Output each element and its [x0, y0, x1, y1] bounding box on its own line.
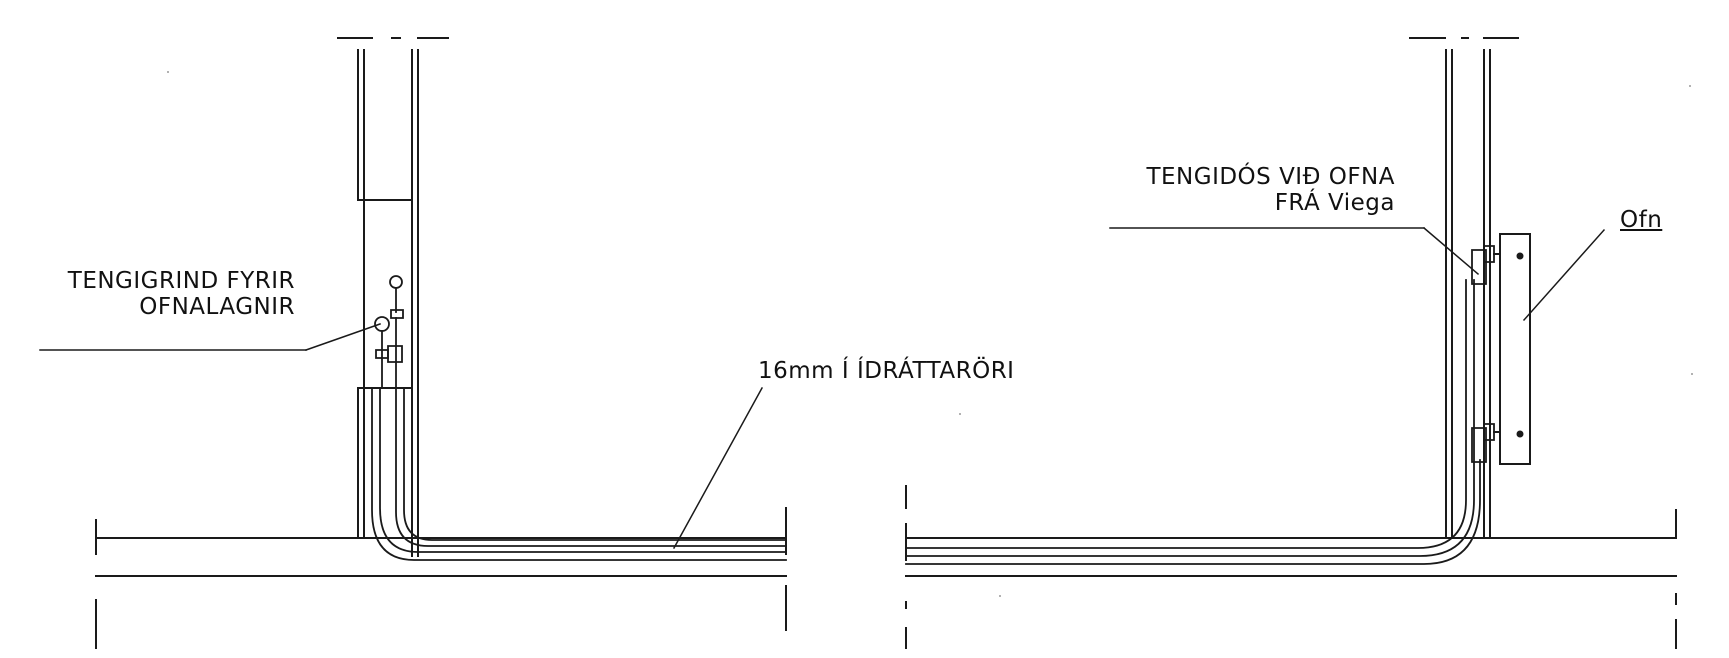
- tengigrind-leader-diagonal: [306, 324, 380, 350]
- tengidos-label: TENGIDÓS VIÐ OFNA FRÁ Viega: [1105, 164, 1395, 216]
- left-detail: [40, 38, 786, 648]
- tengigrind-label-line1: TENGIGRIND FYRIR: [67, 268, 295, 294]
- ofn-label: Ofn: [1620, 207, 1663, 233]
- left-wall: [358, 50, 418, 556]
- left-floor-slab: [96, 508, 786, 648]
- manifold: [375, 276, 403, 388]
- viega-connection-box: [1472, 246, 1494, 462]
- right-pipe-run: [906, 280, 1480, 564]
- tengigrind-label-line2: OFNALAGNIR: [139, 294, 295, 320]
- radiator: [1494, 234, 1530, 464]
- right-wall: [1446, 50, 1490, 538]
- manifold-cabinet: [358, 200, 412, 388]
- tengigrind-label: TENGIGRIND FYRIR OFNALAGNIR: [40, 268, 295, 320]
- tengidos-label-line2: FRÁ Viega: [1274, 190, 1395, 216]
- right-detail: [906, 38, 1676, 648]
- left-pipe-run: [372, 388, 786, 560]
- pipe-label: 16mm Í ÍDRÁTTARÖRI: [758, 358, 1015, 384]
- tengidos-label-line1: TENGIDÓS VIÐ OFNA: [1146, 164, 1395, 190]
- scan-specks: [167, 71, 1693, 597]
- ofn-leader: [1524, 230, 1604, 320]
- right-floor-slab: [906, 486, 1676, 648]
- tengidos-leader-diagonal: [1424, 228, 1478, 274]
- pipe-leader: [674, 388, 762, 548]
